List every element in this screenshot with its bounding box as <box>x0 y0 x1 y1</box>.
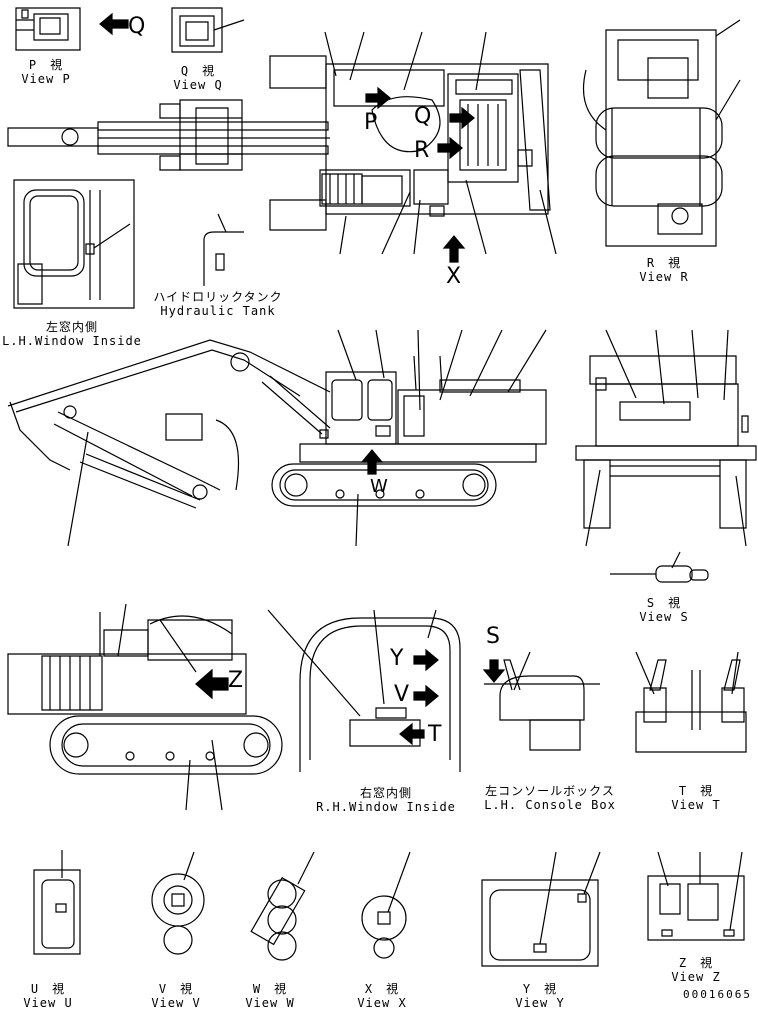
view-r-figure <box>584 20 741 246</box>
arrow-v-mark <box>414 686 438 706</box>
plan-leader-lines <box>325 32 556 254</box>
letter-v-callout: V <box>394 682 410 707</box>
view-z-figure <box>648 852 744 940</box>
view-v-figure <box>152 852 204 954</box>
arrow-r-plan <box>438 138 462 158</box>
arrow-y-mark <box>414 650 438 670</box>
view-q-figure <box>172 8 244 52</box>
letter-t-callout: T <box>428 722 442 747</box>
view-p-figure <box>16 8 80 50</box>
letter-w-callout: W <box>370 476 388 497</box>
view-u-figure <box>34 850 80 954</box>
rh-window-figure <box>268 610 460 772</box>
arrow-t-mark <box>400 724 424 744</box>
letter-p-callout: P <box>364 110 378 135</box>
top-plan-view <box>8 56 550 230</box>
letter-z-callout: Z <box>228 668 244 693</box>
side-leader-lines <box>68 330 546 546</box>
arrow-z-mark <box>196 670 228 698</box>
arrow-q-plan <box>450 108 474 128</box>
left-side-excavator <box>8 604 282 810</box>
letter-r-callout: R <box>414 138 430 163</box>
view-y-figure <box>482 852 600 966</box>
letter-s-callout: S <box>486 624 500 649</box>
view-w-figure <box>251 852 314 960</box>
letter-y-callout: Y <box>390 646 404 671</box>
letter-q-plan: Q <box>414 104 432 129</box>
lh-console-figure <box>484 652 600 750</box>
rear-view-excavator <box>576 330 756 546</box>
view-s-figure <box>610 552 708 582</box>
arrow-s-mark <box>484 660 504 682</box>
arrow-p-mark <box>100 14 128 34</box>
view-t-figure <box>636 652 746 752</box>
hydraulic-tank-figure <box>204 214 244 286</box>
view-x-figure <box>362 852 410 958</box>
arrow-w-mark <box>362 450 382 474</box>
arrow-x-mark <box>444 236 464 262</box>
side-view-excavator <box>8 340 546 508</box>
letter-x-callout: X <box>446 264 462 289</box>
drawing-code: 00016065 <box>683 988 752 1001</box>
arrow-p-plan <box>366 88 390 108</box>
lh-window-figure <box>14 180 134 308</box>
letter-q-callout: Q <box>128 14 146 39</box>
